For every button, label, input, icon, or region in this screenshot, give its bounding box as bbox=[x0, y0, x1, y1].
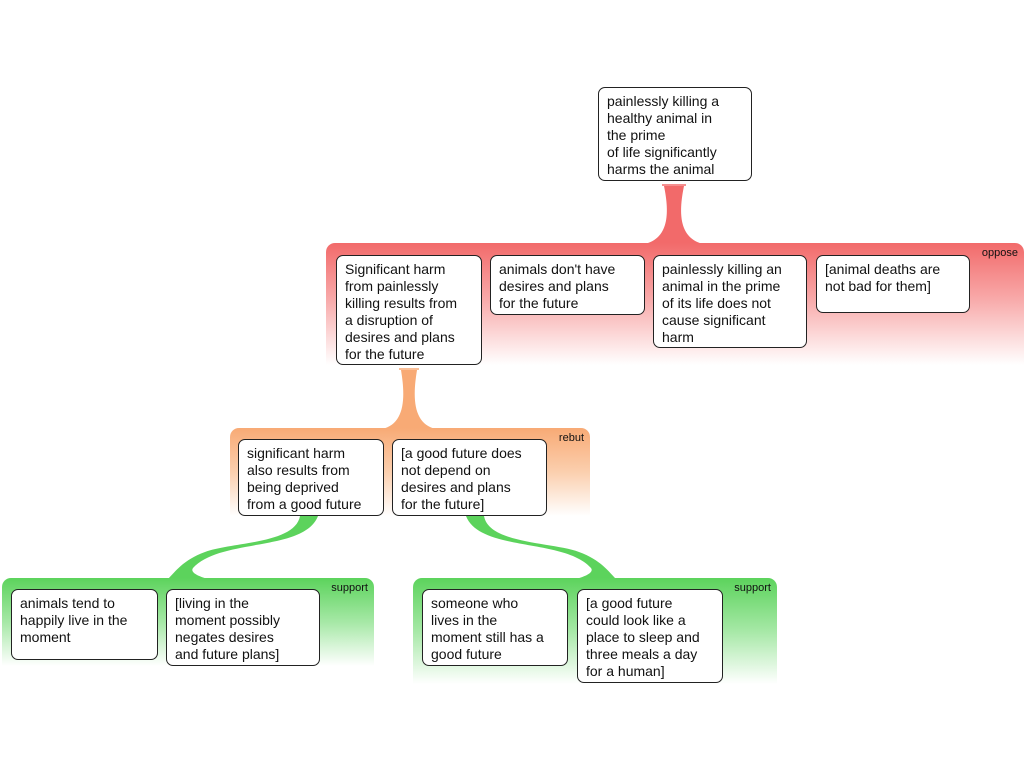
support-claim-good-future-example[interactable]: [a good future could look like a place t… bbox=[577, 589, 723, 683]
root-claim[interactable]: painlessly killing a healthy animal in t… bbox=[598, 87, 752, 181]
support-left-connector bbox=[168, 516, 318, 579]
support-right-group-label: support bbox=[734, 582, 771, 594]
oppose-claim-deaths-not-bad[interactable]: [animal deaths are not bad for them] bbox=[816, 255, 970, 313]
rebut-group-label: rebut bbox=[558, 432, 584, 444]
oppose-claim-no-significant-harm[interactable]: painlessly killing an animal in the prim… bbox=[653, 255, 807, 348]
rebut-connector bbox=[382, 370, 436, 429]
support-claim-live-in-moment[interactable]: animals tend to happily live in the mome… bbox=[11, 589, 158, 660]
support-claim-still-good-future[interactable]: someone who lives in the moment still ha… bbox=[422, 589, 568, 666]
support-right-connector bbox=[466, 516, 616, 579]
support-left-group-label: support bbox=[331, 582, 368, 594]
oppose-connector bbox=[645, 186, 703, 244]
rebut-claim-good-future-independent[interactable]: [a good future does not depend on desire… bbox=[392, 439, 547, 516]
support-claim-negates-plans[interactable]: [living in the moment possibly negates d… bbox=[166, 589, 320, 666]
oppose-claim-no-desires[interactable]: animals don't have desires and plans for… bbox=[490, 255, 645, 315]
rebut-claim-deprived-future[interactable]: significant harm also results from being… bbox=[238, 439, 384, 516]
oppose-claim-disruption[interactable]: Significant harm from painlessly killing… bbox=[336, 255, 482, 365]
oppose-group-label: oppose bbox=[981, 247, 1018, 259]
